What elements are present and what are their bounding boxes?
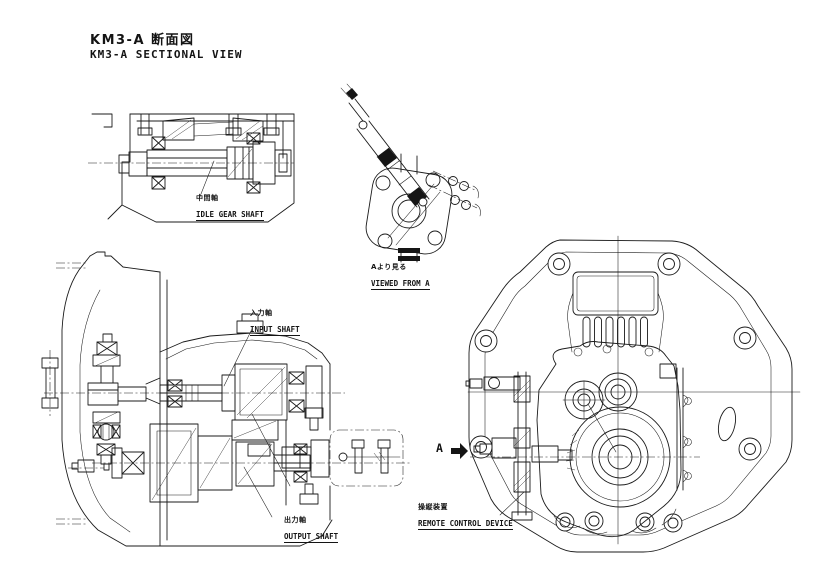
view-direction-arrow-icon [451,443,468,459]
remote-control-leader-line [500,492,524,515]
output-shaft-leader-line [244,467,272,517]
nameplate [573,272,658,315]
input-shaft-label: 入力軸 INPUT SHAFT [250,309,300,336]
viewed-from-a-caption: Aより見る VIEWED FROM A [371,263,430,290]
page-title-en: KM3-A SECTIONAL VIEW [90,48,243,61]
idle-gear-shaft-label-jp: 中間軸 [196,194,219,202]
output-coupling-phantom-outline [330,430,403,486]
page-title-jp: KM3-A 断面図 [90,33,195,48]
view-direction-letter: A [436,441,443,455]
input-shaft-label-jp: 入力軸 [250,309,273,317]
remote-control-device-label-jp: 操縦装置 [418,503,448,511]
idle-gear-shaft-label-en: IDLE GEAR SHAFT [196,210,264,221]
remote-control-device-label: 操縦装置 REMOTE CONTROL DEVICE [418,503,513,530]
view-direction-marker: A [436,441,443,455]
idle-gear-leader-line [199,161,214,199]
page-title: KM3-A 断面図 KM3-A SECTIONAL VIEW [90,33,242,61]
remote-control-device [466,372,572,520]
output-shaft-label-jp: 出力軸 [284,516,307,524]
input-shaft-label-en: INPUT SHAFT [250,325,300,336]
output-shaft-label-en: OUTPUT SHAFT [284,532,339,543]
remote-control-device-label-en: REMOTE CONTROL DEVICE [418,519,513,530]
viewed-from-a-caption-jp: Aより見る [371,263,407,271]
cooling-slots [583,317,648,347]
viewed-from-a-drawing [341,84,480,262]
viewed-from-a-caption-en: VIEWED FROM A [371,279,430,290]
housing-bolt-holes [470,253,761,532]
idle-gear-shaft-drawing [88,114,296,222]
output-shaft-label: 出力軸 OUTPUT SHAFT [284,516,339,543]
idle-gear-shaft-label: 中間軸 IDLE GEAR SHAFT [196,194,264,221]
main-sectional-drawing [42,252,410,546]
end-view-drawing [451,236,800,552]
input-shaft-leader-line [224,329,252,386]
